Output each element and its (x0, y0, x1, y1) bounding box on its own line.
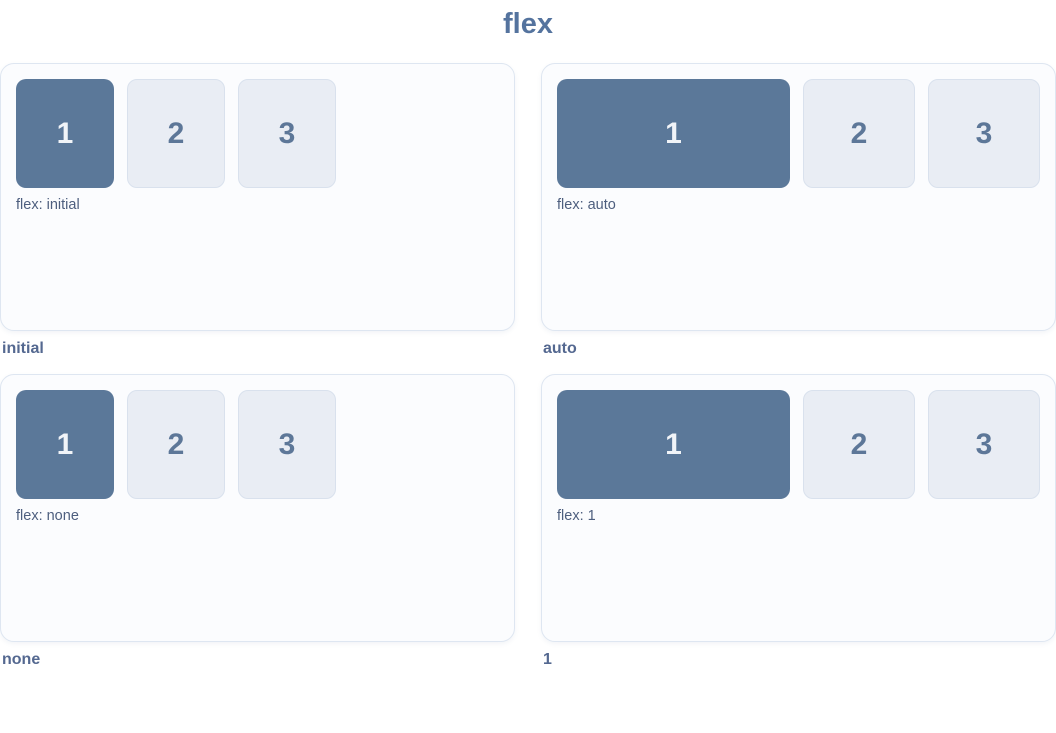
panel-label-initial: initial (2, 340, 44, 357)
flex-row: 1 2 3 (557, 390, 1040, 499)
flex-item-2: 2 (803, 79, 915, 188)
page-title: flex (503, 8, 553, 40)
flex-row: 1 2 3 (16, 79, 499, 188)
flex-value-caption: flex: 1 (557, 508, 596, 524)
flex-row: 1 2 3 (16, 390, 499, 499)
flex-value-caption: flex: auto (557, 197, 616, 213)
flex-item-3: 3 (928, 390, 1040, 499)
panel-label-1: 1 (543, 651, 552, 668)
flex-item-1: 1 (557, 390, 790, 499)
flex-item-2: 2 (127, 79, 225, 188)
flex-item-1: 1 (557, 79, 790, 188)
demo-card-1: 1 2 3 flex: 1 (541, 374, 1056, 642)
panel-label-none: none (2, 651, 41, 668)
flex-value-caption: flex: initial (16, 197, 80, 213)
flex-item-2: 2 (127, 390, 225, 499)
demo-grid: 1 2 3 flex: initial initial 1 2 3 flex: … (0, 63, 1056, 669)
panel-label-auto: auto (543, 340, 577, 357)
demo-card-none: 1 2 3 flex: none (0, 374, 515, 642)
demo-card-initial: 1 2 3 flex: initial (0, 63, 515, 331)
flex-item-3: 3 (928, 79, 1040, 188)
panel-1: 1 2 3 flex: 1 1 (541, 374, 1056, 669)
flex-row: 1 2 3 (557, 79, 1040, 188)
flex-item-1: 1 (16, 390, 114, 499)
panel-initial: 1 2 3 flex: initial initial (0, 63, 515, 358)
panel-auto: 1 2 3 flex: auto auto (541, 63, 1056, 358)
flex-item-1: 1 (16, 79, 114, 188)
flex-item-2: 2 (803, 390, 915, 499)
flex-item-3: 3 (238, 79, 336, 188)
flex-item-3: 3 (238, 390, 336, 499)
demo-card-auto: 1 2 3 flex: auto (541, 63, 1056, 331)
panel-none: 1 2 3 flex: none none (0, 374, 515, 669)
flex-value-caption: flex: none (16, 508, 79, 524)
